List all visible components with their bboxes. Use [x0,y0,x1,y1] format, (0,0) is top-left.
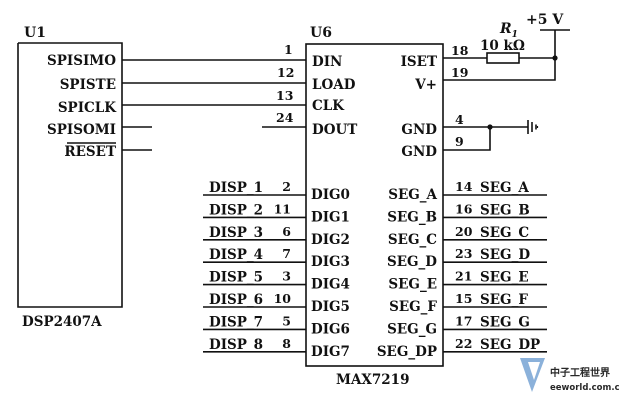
u1-pin-reset: RESET [64,144,116,160]
dig-pin-number: 7 [282,246,291,261]
seg-pin-number: 15 [455,291,472,306]
dig-net-label: DISP_5 [209,270,263,286]
dig-pin-name: DIG4 [311,277,350,293]
seg-net-label: SEG_DP [480,337,540,353]
seg-pin-name: SEG_B [387,209,437,225]
u1-pin-spisimo: SPISIMO [47,53,116,69]
u6-ref-label: U6 [310,25,332,41]
u6-pin-iset: ISET [401,54,437,70]
dig-net-label: DISP_3 [209,225,263,241]
power-label: +5 V [526,12,564,28]
seg-pin-number: 22 [455,336,472,351]
seg-net-label: SEG_G [480,314,530,330]
dig-net-label: DISP_4 [209,247,263,263]
power-network: +5 V R1 10 kΩ [443,12,570,81]
dig-pin-number: 2 [282,179,291,194]
dig-pin-name: DIG0 [311,187,350,203]
seg-pin-number: 14 [455,179,473,194]
u6-pinnum-gnd-b: 9 [455,134,464,149]
dig-pin-number: 3 [282,269,291,284]
u6-pin-din: DIN [312,54,342,70]
seg-net-label: SEG_E [480,270,529,286]
dig-net-label: DISP_8 [209,337,263,353]
u1-pin-spisomi: SPISOMI [47,122,116,138]
dig-pin-number: 6 [282,224,291,239]
u6-body [305,43,444,367]
u1-ref-label: U1 [24,25,46,41]
seg-net-label: SEG_C [480,225,529,241]
resistor-ref: R1 [499,21,518,40]
resistor-value: 10 kΩ [480,38,525,54]
u6-part-label: MAX7219 [336,372,409,388]
u1-pin-spiste: SPISTE [60,77,116,93]
seg-pin-number: 16 [455,201,473,216]
seg-pin-number: 20 [455,224,473,239]
dig-net-label: DISP_6 [209,292,263,308]
seg-pin-name: SEG_G [387,321,437,337]
seg-pin-name: SEG_A [388,187,437,203]
u6-pin-load: LOAD [312,77,356,93]
wire-gnd-b [443,127,491,151]
watermark: 中子工程世界 eeworld.com.cn [520,358,619,393]
dig-pin-number: 11 [274,201,291,216]
spi-wiring [122,59,306,151]
seg-pin-number: 17 [455,313,472,328]
u6-pinnum-clk: 13 [276,88,293,103]
u1-part-label: DSP2407A [22,314,102,330]
dig-pin-name: DIG3 [311,254,350,270]
dig-pin-name: DIG5 [311,299,350,315]
seg-net-label: SEG_F [480,292,528,308]
u6-pinnum-dout: 24 [276,110,294,125]
watermark-brand: 中子工程世界 [550,366,610,379]
u1-dsp-chip: U1 SPISIMO SPISTE SPICLK SPISOMI RESET D… [17,25,123,330]
u6-pinnum-iset: 18 [451,43,469,58]
u1-pin-spiclk: SPICLK [58,100,117,116]
dig-pin-number: 8 [282,336,291,351]
ground-network [443,120,539,151]
resistor-r1 [486,52,520,64]
seg-net-label: SEG_D [480,247,530,263]
u6-pinnum-vplus: 19 [451,65,468,80]
seg-pin-name: SEG_F [389,299,437,315]
u6-pinnum-load: 12 [277,65,294,80]
seg-pin-name: SEG_E [388,277,437,293]
dig-net-label: DISP_2 [209,202,263,218]
dig-pin-number: 5 [282,313,291,328]
seg-pin-name: SEG_C [388,232,437,248]
dig-pin-number: 10 [274,291,292,306]
dig-net-label: DISP_1 [209,180,263,196]
u6-pin-gnd-b: GND [401,144,437,160]
u6-pin-dout: DOUT [312,122,357,138]
seg-pin-name: SEG_DP [377,344,437,360]
dig-pin-name: DIG7 [311,344,350,360]
u6-pinnum-din: 1 [284,42,293,57]
u6-pinnum-gnd-a: 4 [455,112,464,127]
u6-pin-clk: CLK [312,98,345,114]
u6-pin-gnd-a: GND [401,122,437,138]
dig-pin-name: DIG1 [311,209,350,225]
seg-net-label: SEG_B [480,202,530,218]
dig-net-label: DISP_7 [209,314,263,330]
junction-gnd [487,124,493,130]
seg-pin-number: 21 [455,269,472,284]
seg-pin-number: 23 [455,246,472,261]
dig-pin-name: DIG6 [311,321,350,337]
u1-body [17,42,123,308]
u6-max7219-chip: U6 MAX7219 DIN LOAD CLK DOUT 1 12 13 24 … [203,25,547,388]
watermark-url: eeworld.com.cn [550,383,619,393]
wire-vplus [443,30,556,81]
u6-pin-vplus: V+ [414,77,437,93]
dig-pin-name: DIG2 [311,232,350,248]
seg-pin-name: SEG_D [387,254,437,270]
seg-net-label: SEG_A [480,180,529,196]
